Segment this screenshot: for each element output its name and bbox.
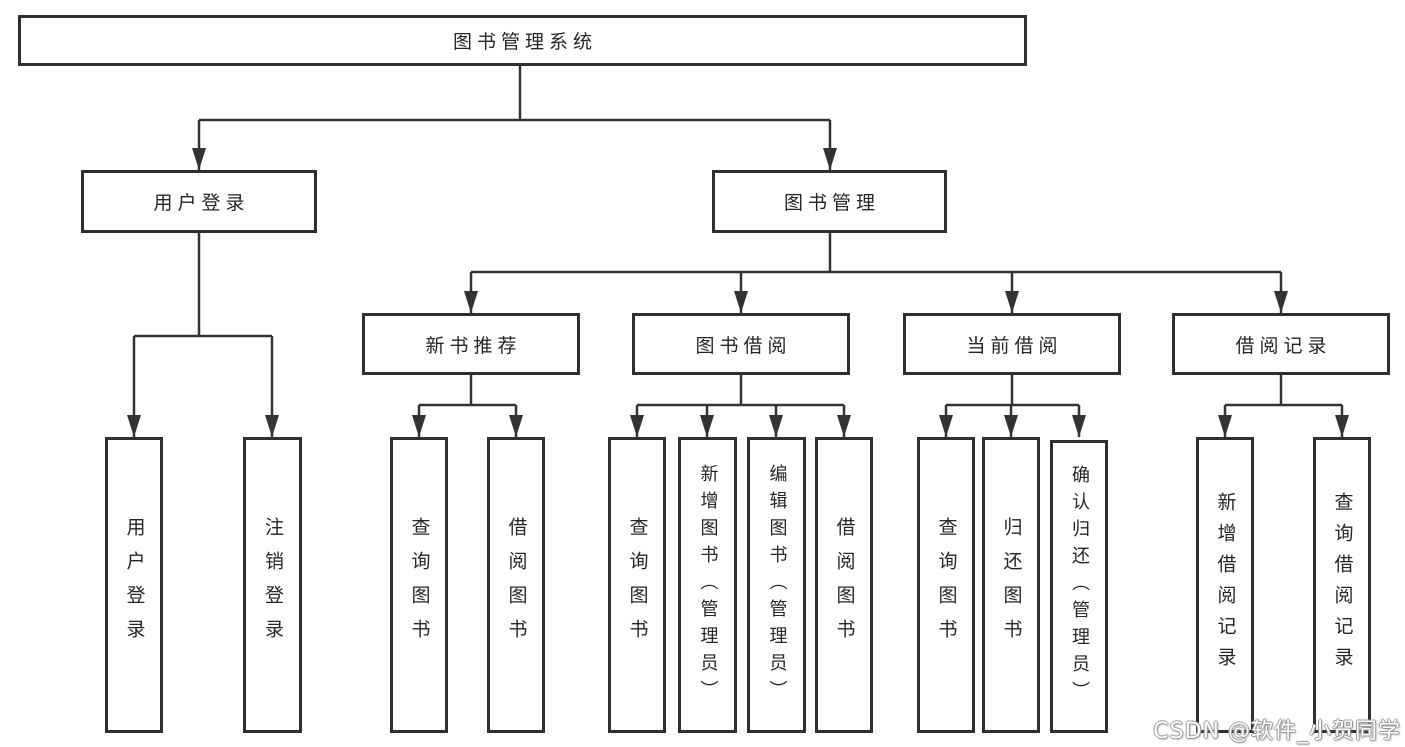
leaf-user-login-label: 用户登录 — [123, 517, 146, 653]
node-current-borrow: 当前借阅 — [903, 313, 1121, 375]
leaf-add-borrow-record-label: 新增借阅记录 — [1214, 492, 1237, 678]
leaf-borrow-books-recommend-label: 借阅图书 — [505, 517, 528, 653]
arrowhead — [1005, 291, 1019, 313]
leaf-add-borrow-record: 新增借阅记录 — [1196, 437, 1254, 733]
leaf-query-books-current: 查询图书 — [917, 437, 975, 733]
leaf-borrow-books: 借阅图书 — [815, 437, 873, 733]
node-borrow-records-label: 借阅记录 — [1235, 334, 1332, 357]
arrowhead — [837, 415, 851, 437]
connector-paths — [132, 66, 1344, 437]
leaf-logout: 注销登录 — [243, 437, 302, 733]
branch-book-borrow — [635, 375, 846, 437]
branch-new-book-recommend — [417, 375, 518, 437]
arrowhead — [630, 415, 644, 437]
leaf-logout-label: 注销登录 — [262, 517, 284, 653]
node-current-borrow-label: 当前借阅 — [966, 334, 1063, 357]
leaf-edit-book-admin-label: 编辑图书（管理员） — [766, 463, 788, 707]
leaf-query-borrow-record-label: 查询借阅记录 — [1331, 492, 1354, 678]
arrowhead — [939, 415, 953, 437]
arrowhead — [509, 415, 523, 437]
node-new-book-recommend: 新书推荐 — [362, 313, 580, 375]
arrowhead — [769, 415, 783, 437]
branch-current-borrow — [944, 375, 1081, 437]
node-book-management-label: 图书管理 — [783, 192, 880, 214]
branch-user-login — [132, 233, 274, 437]
node-book-borrow: 图书借阅 — [632, 313, 850, 375]
leaf-query-borrow-record: 查询借阅记录 — [1313, 437, 1371, 733]
leaf-borrow-books-label: 借阅图书 — [833, 517, 856, 653]
arrowhead — [464, 291, 478, 313]
node-root: 图书管理系统 — [18, 15, 1027, 66]
arrowhead — [700, 415, 714, 437]
node-user-login: 用户登录 — [81, 170, 317, 233]
arrowhead — [823, 148, 837, 170]
branch-root — [197, 66, 832, 170]
watermark: CSDN @软件_小贺同学 — [1153, 719, 1401, 744]
leaf-confirm-return-admin-label: 确认归还（管理员） — [1069, 465, 1090, 708]
arrowhead — [265, 415, 279, 437]
node-book-borrow-label: 图书借阅 — [695, 334, 792, 357]
leaf-query-books-recommend: 查询图书 — [390, 437, 448, 733]
branch-book-management — [469, 233, 1283, 313]
node-root-label: 图书管理系统 — [452, 31, 597, 53]
leaf-return-book: 归还图书 — [982, 437, 1040, 733]
arrowhead — [1274, 291, 1288, 313]
arrowhead — [1072, 415, 1086, 437]
node-borrow-records: 借阅记录 — [1172, 313, 1390, 375]
leaf-query-books-current-label: 查询图书 — [935, 517, 958, 653]
arrowhead — [1335, 415, 1349, 437]
arrowhead — [127, 415, 141, 437]
arrowhead — [1218, 415, 1232, 437]
leaf-add-book-admin: 新增图书（管理员） — [678, 437, 737, 733]
arrowhead — [1004, 415, 1018, 437]
leaf-borrow-books-recommend: 借阅图书 — [487, 437, 545, 733]
leaf-query-books-borrow-label: 查询图书 — [626, 517, 649, 653]
leaf-query-books-recommend-label: 查询图书 — [408, 517, 431, 653]
node-new-book-recommend-label: 新书推荐 — [425, 334, 522, 357]
arrowhead — [192, 148, 206, 170]
leaf-confirm-return-admin: 确认归还（管理员） — [1050, 440, 1108, 733]
node-user-login-label: 用户登录 — [153, 192, 250, 214]
arrowhead — [412, 415, 426, 437]
leaf-edit-book-admin: 编辑图书（管理员） — [747, 437, 806, 733]
branch-borrow-records — [1223, 375, 1344, 437]
leaf-return-book-label: 归还图书 — [1000, 517, 1023, 653]
arrowhead — [734, 291, 748, 313]
leaf-query-books-borrow: 查询图书 — [608, 437, 666, 733]
node-book-management: 图书管理 — [712, 170, 947, 233]
leaf-user-login: 用户登录 — [105, 437, 163, 733]
leaf-add-book-admin-label: 新增图书（管理员） — [697, 463, 719, 707]
